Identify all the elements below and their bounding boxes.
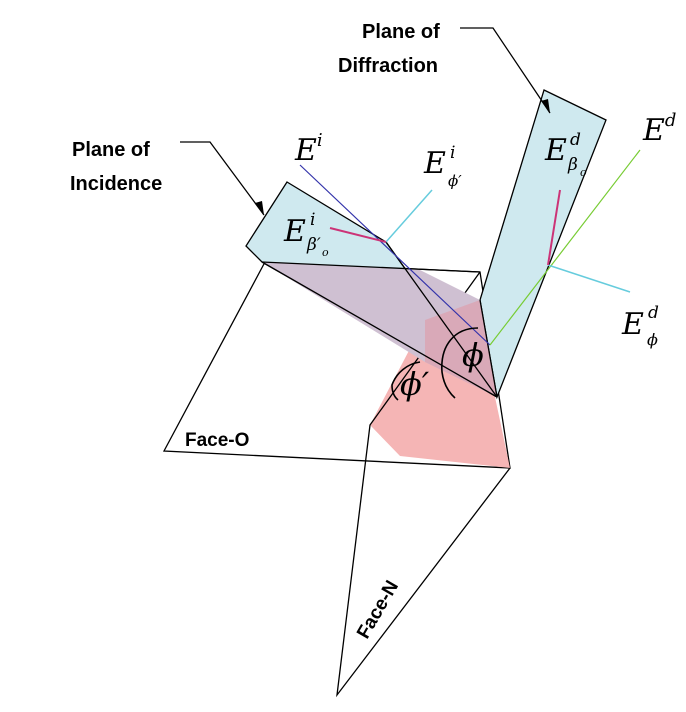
svg-text:E: E: [544, 133, 567, 168]
svg-text:ϕ′: ϕ′: [448, 172, 462, 190]
svg-text:d: d: [570, 130, 581, 150]
diffracted-ray: [489, 149, 641, 346]
incidence-callout-line: [180, 141, 265, 216]
plane-of-diffraction-label-line1: Plane of: [362, 21, 440, 43]
svg-text:β′: β′: [306, 235, 321, 255]
face-n-label: Face-N: [353, 577, 403, 642]
label-e-d-beta-o: E d β o: [544, 130, 587, 179]
svg-text:i: i: [310, 210, 315, 230]
label-e-d: Ed: [642, 110, 676, 148]
plane-of-incidence-label-line2: Incidence: [70, 173, 162, 195]
wedge-edge: [479, 299, 498, 398]
svg-text:d: d: [648, 303, 659, 323]
svg-text:ϕ: ϕ: [647, 330, 658, 349]
svg-text:E: E: [283, 214, 306, 249]
svg-text:β: β: [567, 155, 578, 175]
label-phi: ϕ: [462, 336, 484, 374]
incident-beta-component: [329, 227, 387, 243]
incidence-callout-arrow: [255, 201, 264, 215]
face-o-label: Face-O: [185, 430, 249, 451]
label-e-i-beta-prime-o: E i β′ o: [283, 210, 329, 259]
phi-arc: [441, 327, 479, 399]
svg-text:i: i: [450, 143, 455, 163]
svg-text:o: o: [322, 246, 329, 259]
label-e-d-phi: E d ϕ: [621, 303, 659, 349]
diffracted-beta-component: [547, 189, 561, 266]
svg-text:E: E: [621, 307, 644, 342]
label-e-i: Ei: [294, 130, 323, 168]
plane-of-diffraction: [479, 89, 607, 400]
plane-of-diffraction-label-line2: Diffraction: [338, 55, 438, 77]
svg-text:o: o: [580, 166, 587, 179]
plane-top-edge: [261, 261, 481, 273]
plane-of-incidence-label-line1: Plane of: [72, 139, 150, 161]
diffraction-callout-arrow: [541, 99, 550, 113]
incident-ray: [299, 164, 491, 346]
diffracted-phi-component: [547, 264, 631, 293]
phi-prime-arc: [391, 361, 421, 401]
label-phi-prime: ϕ′: [400, 365, 430, 403]
label-e-i-phi-prime: E i ϕ′: [423, 143, 462, 190]
svg-text:E: E: [423, 146, 446, 181]
diffraction-callout-line: [460, 27, 551, 114]
incident-phi-component: [385, 189, 433, 243]
